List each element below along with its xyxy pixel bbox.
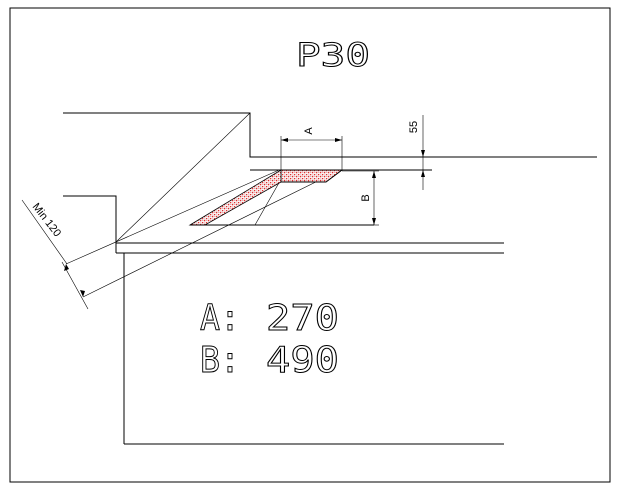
dim-min-arrow-bottom	[80, 290, 85, 297]
drawing-frame	[9, 7, 611, 483]
dim-55-arrow-top	[421, 150, 425, 157]
drawing-title: P30	[296, 36, 370, 74]
dim-min-arrow-top	[64, 264, 69, 271]
dim-a-arrow-right	[335, 138, 342, 142]
lower-step-profile	[63, 195, 504, 244]
dim-55-label: 55	[408, 121, 420, 133]
value-a-label: A:	[200, 298, 240, 339]
dim-b-arrow-bottom	[372, 218, 376, 225]
value-row-b: B: 490	[200, 340, 340, 382]
dim-b-arrow-top	[372, 171, 376, 178]
construction-line-base	[254, 180, 281, 226]
dim-55-arrow-bottom	[421, 170, 425, 177]
value-a-number: 270	[266, 298, 339, 339]
construction-line-lower	[82, 169, 341, 298]
dim-min-label: Min 120	[30, 201, 64, 239]
dim-min-ext-top	[21, 199, 68, 265]
upper-step-diagonal	[115, 112, 251, 243]
dim-a-arrow-left	[281, 138, 288, 142]
dim-a-label: A	[303, 127, 315, 135]
value-b-number: 490	[266, 340, 339, 381]
sealant-strip-diagonal	[188, 169, 282, 226]
sealant-strip	[280, 169, 344, 183]
construction-line-upper	[65, 169, 280, 265]
value-b-label: B:	[200, 340, 240, 381]
dim-b-label: B	[360, 194, 372, 201]
upper-step-profile	[63, 112, 597, 158]
value-row-a: A: 270	[200, 298, 340, 340]
